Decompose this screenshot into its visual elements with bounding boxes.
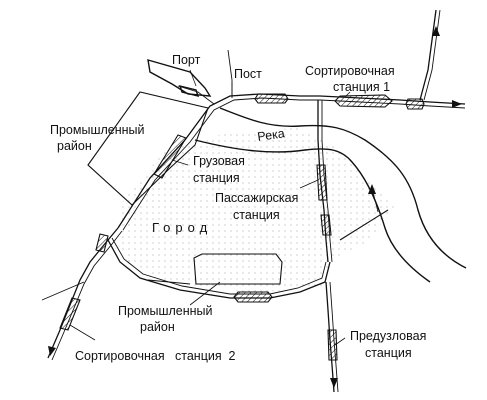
station-passenger-2 xyxy=(320,214,332,236)
leader-passenger xyxy=(299,179,319,189)
port-pier xyxy=(178,85,200,97)
track-south-ring xyxy=(107,239,331,299)
label-passenger-station-line2: станция xyxy=(233,208,280,222)
river-flow-arrow-head xyxy=(368,184,376,194)
label-port: Порт xyxy=(172,53,201,67)
track-north-branch xyxy=(227,49,233,98)
leader-sorting-1 xyxy=(344,91,351,98)
station-west-junction xyxy=(95,233,109,253)
label-sorting-station-2: Сортировочная станция 2 xyxy=(75,349,236,363)
industrial-district-2-area xyxy=(193,253,283,285)
port-basin xyxy=(147,59,212,97)
arrow-southwest xyxy=(48,346,56,356)
station-sorting-2 xyxy=(59,297,81,331)
label-post: Пост xyxy=(234,67,262,81)
label-pre-junction-station-line2: станция xyxy=(365,346,412,360)
label-industrial-district-2-line1: Промышленный xyxy=(118,304,213,318)
arrow-east xyxy=(452,100,462,108)
label-sorting-station-1-line2: станция 1 xyxy=(333,80,390,94)
station-south-ring xyxy=(233,291,273,303)
leader-sorting-2 xyxy=(69,324,96,341)
label-freight-station-line2: станция xyxy=(193,171,240,185)
track-northeast-branch-2 xyxy=(423,9,441,101)
label-freight-station-line1: Грузовая xyxy=(193,154,245,168)
station-freight xyxy=(153,134,187,179)
track-to-port xyxy=(177,85,215,105)
label-pre-junction-station-line1: Предузловая xyxy=(350,329,426,343)
station-passenger xyxy=(316,164,328,201)
track-northeast-branch xyxy=(419,9,437,101)
track-west-main-2 xyxy=(51,230,123,361)
label-city: Город xyxy=(152,220,212,235)
river-south-bank xyxy=(194,139,431,283)
leader-freight xyxy=(171,159,189,166)
leader-pre-junction xyxy=(334,337,346,346)
track-west-spur xyxy=(41,281,85,301)
label-passenger-station-line1: Пассажирская xyxy=(215,191,298,205)
label-industrial-district-1-line2: район xyxy=(57,139,92,153)
arrow-south xyxy=(330,378,338,388)
label-sorting-station-1-line1: Сортировочная xyxy=(305,64,395,78)
station-post-yard xyxy=(254,93,289,104)
river-north-bank xyxy=(219,107,467,269)
label-industrial-district-2-line2: район xyxy=(140,320,175,334)
track-south-ring-2 xyxy=(111,237,327,295)
leader-port xyxy=(189,69,197,87)
station-pre-junction xyxy=(327,329,338,361)
station-northeast-yard xyxy=(405,98,425,110)
arrow-northeast xyxy=(432,26,440,36)
label-industrial-district-1-line1: Промышленный xyxy=(50,123,145,137)
leader-industrial-2 xyxy=(189,281,221,306)
station-sorting-1 xyxy=(334,94,393,108)
label-river: Река xyxy=(256,126,285,144)
